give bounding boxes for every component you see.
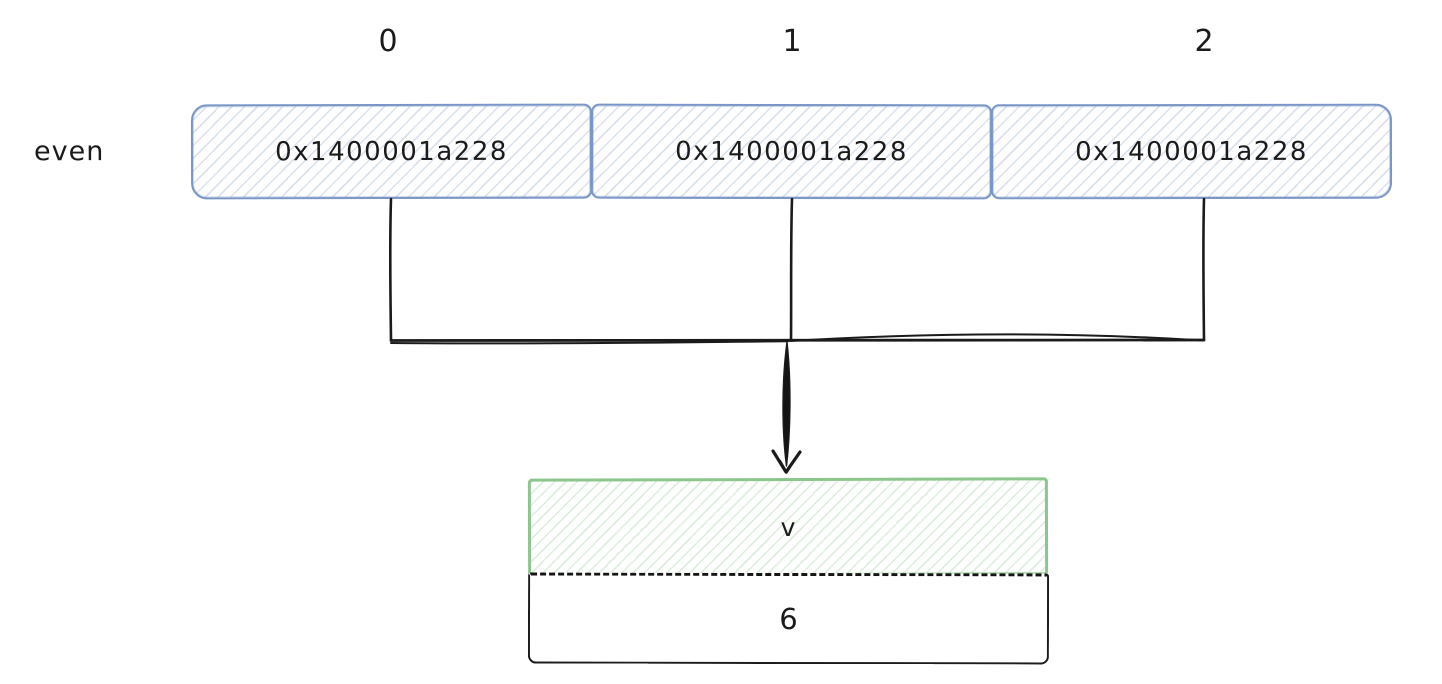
merge-arrow-head: [771, 449, 802, 474]
merge-arrow-head-overdraw: [778, 459, 795, 474]
merge-arrow-shaft: [782, 341, 791, 467]
connector-line-horizontal: [389, 338, 1206, 342]
connector-line-horizontal-overdraw-right: [789, 333, 1204, 342]
connector-line-left-vertical: [388, 197, 393, 342]
value-box: 6: [527, 572, 1050, 665]
connector-line-middle-vertical: [789, 197, 794, 342]
merged-result-label: v: [780, 512, 796, 542]
array-name-label: even: [34, 136, 105, 167]
array-cell-0: 0x1400001a228: [190, 103, 593, 200]
connector-line-right-vertical: [1202, 197, 1206, 342]
array-row: 0x1400001a228 0x1400001a228 0x1400001a22…: [190, 103, 1393, 200]
merged-result-box: v: [527, 477, 1049, 577]
index-label-1: 1: [782, 24, 802, 59]
index-label-0: 0: [378, 24, 398, 59]
connector-line-horizontal-overdraw-left: [390, 340, 789, 345]
array-cell-2: 0x1400001a228: [990, 103, 1393, 200]
value-label: 6: [779, 601, 798, 637]
array-cell-1: 0x1400001a228: [590, 103, 993, 200]
index-label-2: 2: [1194, 24, 1214, 59]
